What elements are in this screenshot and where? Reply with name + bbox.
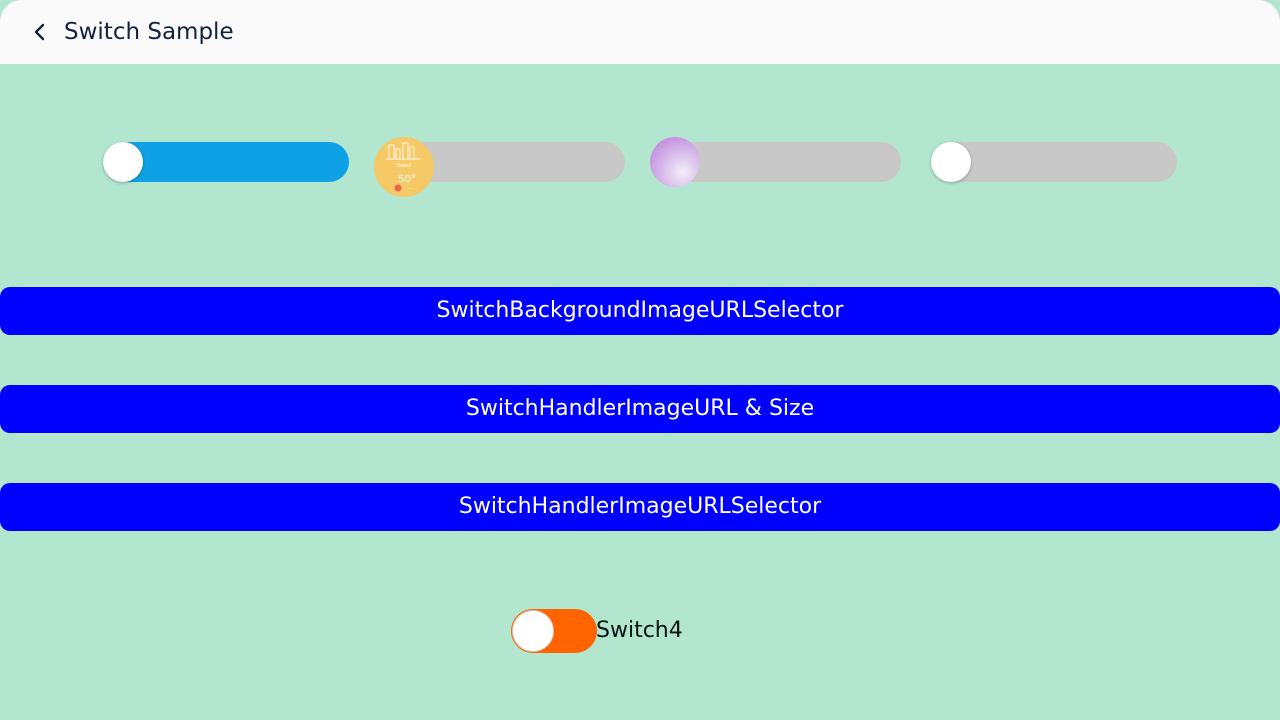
switch-3[interactable] xyxy=(650,137,901,187)
switch4-toggle[interactable] xyxy=(511,609,597,653)
switch4-handle[interactable] xyxy=(512,610,554,652)
switch-1-handle[interactable] xyxy=(103,142,143,182)
weather-watchface-icon[interactable]: Seoul 50° ··· xyxy=(374,137,434,197)
weather-temp: 50° xyxy=(398,174,416,185)
switch-4[interactable] xyxy=(931,142,1177,182)
page-title: Switch Sample xyxy=(64,19,234,45)
switch-1[interactable] xyxy=(103,142,349,182)
chevron-left-icon[interactable] xyxy=(26,18,54,46)
switch-3-handle[interactable] xyxy=(650,137,700,187)
header-bar: Switch Sample xyxy=(0,0,1280,64)
svg-text:···: ··· xyxy=(408,186,412,191)
switch4-label: Switch4 xyxy=(596,618,683,643)
switch-2[interactable]: Seoul 50° ··· xyxy=(374,137,625,197)
switch-handler-image-url-selector-button[interactable]: SwitchHandlerImageURLSelector xyxy=(0,483,1280,531)
svg-text:Seoul: Seoul xyxy=(397,163,411,169)
switch-background-image-url-selector-button[interactable]: SwitchBackgroundImageURLSelector xyxy=(0,287,1280,335)
switch-handler-image-url-size-button[interactable]: SwitchHandlerImageURL & Size xyxy=(0,385,1280,433)
switch-4-handle[interactable] xyxy=(931,142,971,182)
